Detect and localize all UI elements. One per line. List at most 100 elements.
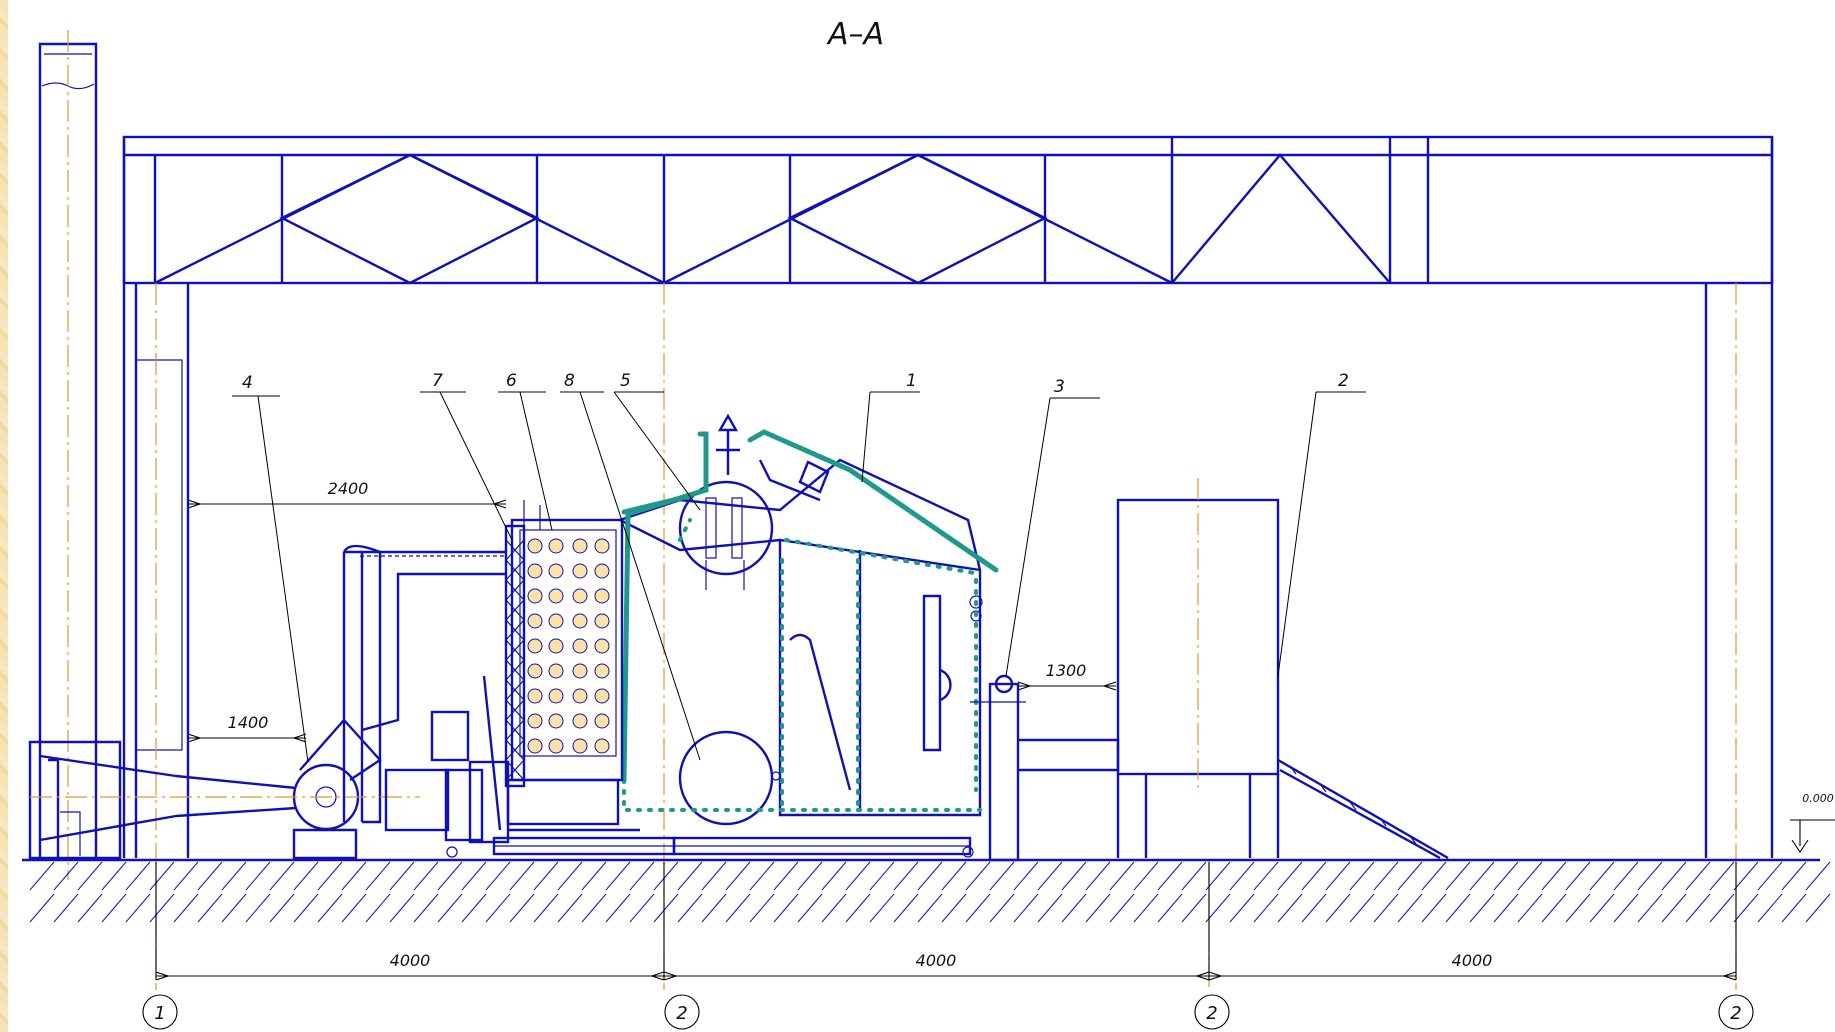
- ground-hatch-line: [989, 893, 1015, 923]
- dim-4000-a: 4000: [390, 951, 431, 970]
- economizer-tube: [572, 588, 588, 604]
- economizer-tube: [527, 563, 543, 579]
- ground-hatch-line: [1085, 893, 1111, 923]
- ground-hatch-line: [1253, 893, 1279, 923]
- ground-hatch-line: [917, 861, 943, 891]
- ground-hatch-line: [1013, 893, 1039, 923]
- ground-hatch-line: [1133, 893, 1159, 923]
- ground-hatch-line: [581, 893, 607, 923]
- ground-hatch-line: [629, 893, 655, 923]
- ground-hatch-line: [53, 861, 79, 891]
- ground-hatch-line: [413, 861, 439, 891]
- flue-duct: [342, 544, 506, 824]
- ground-hatch-line: [797, 861, 823, 891]
- boiler-insulation: [621, 429, 999, 812]
- ground-hatch-line: [101, 861, 127, 891]
- ground-hatch-line: [1613, 861, 1639, 891]
- ground-hatch-line: [773, 861, 799, 891]
- ground-hatch-line: [53, 893, 79, 923]
- ground-hatch-line: [1493, 893, 1519, 923]
- ground-hatch-line: [1109, 861, 1135, 891]
- position-label-8: 8: [564, 371, 575, 391]
- ground-hatch-line: [1301, 893, 1327, 923]
- economizer-tube: [527, 663, 543, 679]
- ground-hatch-line: [29, 861, 55, 891]
- position-label-3: 3: [1054, 377, 1065, 397]
- position-label-1: 1: [906, 371, 917, 391]
- ground-hatch-line: [869, 893, 895, 923]
- upper-drum: [678, 480, 774, 590]
- ground-hatch-line: [1733, 893, 1759, 923]
- axis-label-2b: 2: [1206, 1003, 1217, 1024]
- ground-hatch-line: [893, 861, 919, 891]
- ground-hatch-line: [389, 861, 415, 891]
- ground-hatch-line: [653, 861, 679, 891]
- ground-hatch-line: [1541, 861, 1567, 891]
- ground-hatch-line: [1589, 861, 1615, 891]
- economizer-tube: [548, 563, 564, 579]
- ground-hatch-line: [1373, 861, 1399, 891]
- economizer-tube: [594, 638, 610, 654]
- section-title: А–А: [826, 17, 884, 52]
- ground-hatch-line: [725, 893, 751, 923]
- ground-hatch-line: [1637, 893, 1663, 923]
- ground-hatch-line: [1325, 893, 1351, 923]
- ground-hatch-line: [1277, 861, 1303, 891]
- economizer-tube: [572, 663, 588, 679]
- chimney: [28, 30, 122, 880]
- feed-pump: [970, 674, 1120, 862]
- ground-hatch-line: [365, 893, 391, 923]
- economizer-tube: [527, 613, 543, 629]
- ground-hatch-line: [1637, 861, 1663, 891]
- ground-hatch-line: [1325, 861, 1351, 891]
- ground-hatch-line: [653, 893, 679, 923]
- ground-hatch-line: [77, 861, 103, 891]
- floor-level-mark: 0.000: [1790, 792, 1835, 853]
- ground-hatch-line: [725, 861, 751, 891]
- ground-hatch-line: [245, 893, 271, 923]
- ground-hatch-line: [461, 861, 487, 891]
- position-label-2: 2: [1338, 371, 1349, 391]
- roof-truss: [122, 135, 1774, 285]
- economizer-tube: [594, 613, 610, 629]
- position-label-4: 4: [242, 373, 253, 393]
- economizer-tube: [527, 713, 543, 729]
- economizer-tube: [572, 713, 588, 729]
- economizer-tube: [594, 688, 610, 704]
- ground-hatch-line: [821, 861, 847, 891]
- economizer-tube: [527, 638, 543, 654]
- economizer-tube: [572, 638, 588, 654]
- economizer-tube: [548, 688, 564, 704]
- dim-4000-b: 4000: [916, 951, 957, 970]
- ground-hatch-line: [1517, 893, 1543, 923]
- level-mark-text: 0.000: [1802, 792, 1834, 805]
- ground-hatch-line: [1181, 861, 1207, 891]
- ground-hatch-line: [509, 861, 535, 891]
- building-columns: [122, 137, 1774, 858]
- ground-hatch-line: [893, 893, 919, 923]
- pump-motor: [384, 675, 640, 844]
- ground-hatch-line: [1037, 893, 1063, 923]
- position-labels: 1 2 3 4 5 6 7 8: [242, 371, 1349, 397]
- ground-hatch-line: [1253, 861, 1279, 891]
- ground-hatch-line: [173, 861, 199, 891]
- ground-hatch-line: [773, 893, 799, 923]
- ground-hatch-line: [701, 893, 727, 923]
- ground-hatch-line: [581, 861, 607, 891]
- ground-hatch-line: [941, 893, 967, 923]
- ground-hatch-line: [605, 861, 631, 891]
- economizer-tube: [572, 563, 588, 579]
- ground-hatch-line: [1037, 861, 1063, 891]
- economizer-tube: [594, 538, 610, 554]
- ground-hatch-line: [269, 861, 295, 891]
- ground-hatch-line: [1421, 893, 1447, 923]
- ground-hatch-line: [221, 861, 247, 891]
- ground-hatch-line: [845, 861, 871, 891]
- ground-hatch-line: [101, 893, 127, 923]
- ground-hatch-line: [221, 893, 247, 923]
- economizer-tube: [548, 638, 564, 654]
- ground-hatch-line: [1469, 893, 1495, 923]
- ground-hatch-line: [917, 893, 943, 923]
- ground-hatch-line: [1805, 861, 1831, 891]
